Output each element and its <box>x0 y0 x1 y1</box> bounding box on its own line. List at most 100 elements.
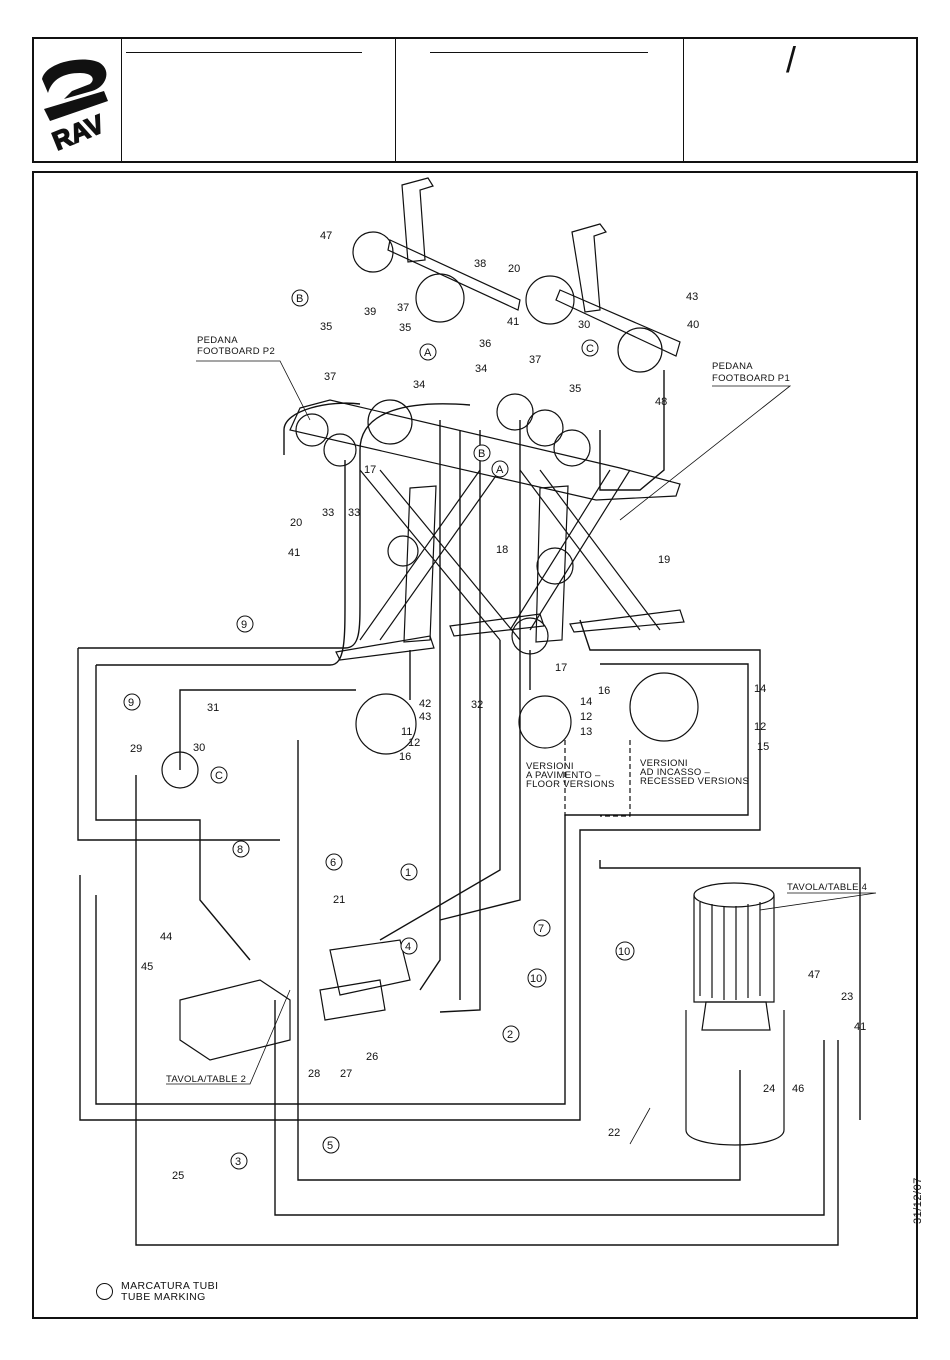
parts-p1: 1 <box>405 867 411 879</box>
parts-p37: 37 <box>397 302 409 314</box>
legend-text: MARCATURA TUBI TUBE MARKING <box>121 1281 218 1303</box>
parts-p47: 47 <box>808 969 820 981</box>
scissor-arms <box>335 469 685 661</box>
parts-p9: 9 <box>241 619 247 631</box>
title-rule-2 <box>430 52 648 53</box>
parts-p33: 33 <box>322 507 334 519</box>
part-labels: 47 38 20 43 37 41 30 40 35 39 35 36 37 3… <box>130 230 866 1182</box>
parts-p12: 12 <box>408 737 420 749</box>
parts-p13: 13 <box>580 726 592 738</box>
parts-p34: 34 <box>413 379 425 391</box>
parts-p3: 3 <box>235 1156 241 1168</box>
title-cell-1 <box>122 39 396 161</box>
captions-footboard-p2-en: FOOTBOARD P2 <box>197 346 275 357</box>
parts-p31: 31 <box>207 702 219 714</box>
parts-p23: 23 <box>841 991 853 1003</box>
captions-recessed-it-2: AD INCASSO – <box>640 767 711 778</box>
column-p1 <box>387 177 681 357</box>
legend-circle-icon <box>96 1283 113 1300</box>
captions-footboard-p1-it: PEDANA <box>712 361 753 372</box>
captions-table2: TAVOLA/TABLE 2 <box>166 1074 246 1085</box>
logo-cell: RAV <box>34 39 122 161</box>
captions-floor-en: FLOOR VERSIONS <box>526 779 615 790</box>
parts-p48: 48 <box>655 396 667 408</box>
parts-p27: 27 <box>340 1068 352 1080</box>
captions-table4: TAVOLA/TABLE 4 <box>787 882 867 893</box>
parts-p36: 36 <box>479 338 491 350</box>
parts-p28: 28 <box>308 1068 320 1080</box>
parts-p14: 14 <box>580 696 592 708</box>
version-dashed-lines <box>564 740 631 817</box>
parts-p37: 37 <box>529 354 541 366</box>
page-cell: / <box>684 39 916 161</box>
parts-p8: 8 <box>237 844 243 856</box>
footboard-p2 <box>289 399 681 501</box>
parts-p6: 6 <box>330 857 336 869</box>
parts-p15: 15 <box>757 741 769 753</box>
title-block: RAV / <box>32 37 918 163</box>
rav-logo: RAV <box>42 59 110 157</box>
captions-footboard-p1-en: FOOTBOARD P1 <box>712 373 790 384</box>
captions-recessed-en: RECESSED VERSIONS <box>640 776 749 787</box>
parts-p34: 34 <box>475 363 487 375</box>
letters-a: A <box>424 347 432 359</box>
parts-p22: 22 <box>608 1127 620 1139</box>
parts-p4: 4 <box>405 941 411 953</box>
detail-circles <box>161 231 699 789</box>
parts-p12: 12 <box>754 721 766 733</box>
parts-p30: 30 <box>193 742 205 754</box>
parts-p24: 24 <box>763 1083 775 1095</box>
parts-p45: 45 <box>141 961 153 973</box>
tube-markings: 9 9 8 6 1 7 4 10 10 2 5 3 <box>123 615 635 1170</box>
parts-p44: 44 <box>160 931 172 943</box>
captions-floor-it-2: A PAVIMENTO – <box>526 770 601 781</box>
parts-p42: 42 <box>419 698 431 710</box>
parts-p17: 17 <box>555 662 567 674</box>
parts-p35: 35 <box>399 322 411 334</box>
parts-p18: 18 <box>496 544 508 556</box>
parts-p12: 12 <box>580 711 592 723</box>
parts-p16: 16 <box>399 751 411 763</box>
parts-p25: 25 <box>172 1170 184 1182</box>
parts-p41: 41 <box>507 316 519 328</box>
parts-p19: 19 <box>658 554 670 566</box>
leader-lines <box>166 360 877 1145</box>
parts-p43: 43 <box>419 711 431 723</box>
parts-p17: 17 <box>364 464 376 476</box>
title-cell-2 <box>396 39 684 161</box>
parts-p35: 35 <box>569 383 581 395</box>
legend-line-2: TUBE MARKING <box>121 1291 206 1303</box>
parts-p29: 29 <box>130 743 142 755</box>
parts-p32: 32 <box>471 699 483 711</box>
valve-block <box>179 939 411 1061</box>
parts-p7: 7 <box>538 923 544 935</box>
tube-marking-legend: MARCATURA TUBI TUBE MARKING <box>96 1281 218 1303</box>
parts-p10: 10 <box>530 973 542 985</box>
parts-p11: 11 <box>401 726 412 738</box>
parts-p40: 40 <box>687 319 699 331</box>
parts-p21: 21 <box>333 894 345 906</box>
diagram-frame <box>32 171 918 1319</box>
parts-p41: 41 <box>854 1021 866 1033</box>
captions: PEDANA FOOTBOARD P2 PEDANA FOOTBOARD P1 … <box>166 335 867 1085</box>
captions-footboard-p2-it: PEDANA <box>197 335 238 346</box>
parts-p37: 37 <box>324 371 336 383</box>
parts-p14: 14 <box>754 683 766 695</box>
parts-p16: 16 <box>598 685 610 697</box>
parts-p35: 35 <box>320 321 332 333</box>
parts-p33: 33 <box>348 507 360 519</box>
parts-p39: 39 <box>364 306 376 318</box>
letters-c: C <box>586 343 594 355</box>
hoses <box>77 370 861 1246</box>
legend-line-1: MARCATURA TUBI <box>121 1280 219 1292</box>
page-slash: / <box>786 39 797 80</box>
parts-p20: 20 <box>290 517 302 529</box>
parts-p10: 10 <box>618 946 630 958</box>
letters-a: A <box>496 464 504 476</box>
letter-callouts: B A C B A C <box>210 289 599 784</box>
parts-p43: 43 <box>686 291 698 303</box>
parts-p30: 30 <box>578 319 590 331</box>
parts-p2: 2 <box>507 1029 513 1041</box>
title-rule-1 <box>126 52 362 53</box>
